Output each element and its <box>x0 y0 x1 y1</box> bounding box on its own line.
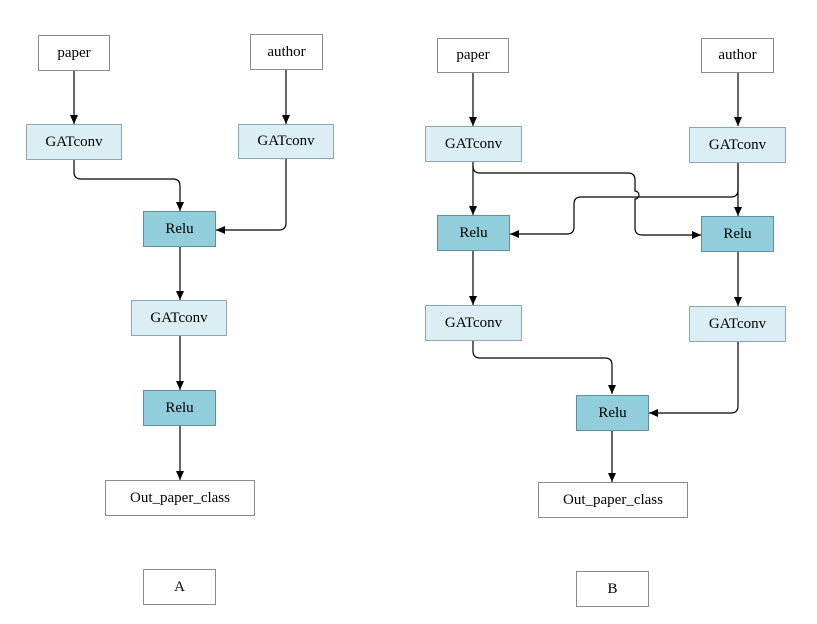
node-a-gatconv-paper: GATconv <box>26 124 122 160</box>
node-a-relu-2: Relu <box>143 390 216 426</box>
panel-b-label: B <box>576 571 649 607</box>
node-b-author: author <box>701 38 774 73</box>
node-b-gatconv-author: GATconv <box>689 127 786 163</box>
panel-a-label: A <box>143 569 216 605</box>
node-b-output: Out_paper_class <box>538 482 688 518</box>
edge-b-gatconv-right-to-relu-final <box>649 342 739 417</box>
node-b-gatconv-right: GATconv <box>689 306 786 342</box>
node-b-gatconv-paper: GATconv <box>425 126 522 162</box>
node-a-author: author <box>250 34 323 70</box>
node-b-relu-final: Relu <box>576 395 649 431</box>
edge-a-gatconv-author-to-relu <box>216 159 287 234</box>
node-a-gatconv-2: GATconv <box>131 300 227 336</box>
node-b-gatconv-left: GATconv <box>425 305 522 341</box>
node-a-gatconv-author: GATconv <box>238 124 334 159</box>
node-a-relu-1: Relu <box>143 211 216 247</box>
node-b-relu-left: Relu <box>437 215 510 251</box>
node-a-output: Out_paper_class <box>105 480 255 516</box>
node-b-paper: paper <box>437 38 509 73</box>
edge-b-gatconv-author-to-relu-left <box>510 164 739 238</box>
node-a-paper: paper <box>38 35 110 71</box>
edge-b-gatconv-paper-to-relu-right <box>472 165 701 239</box>
edge-b-gatconv-left-to-relu-final <box>472 341 616 394</box>
node-b-relu-right: Relu <box>701 216 774 252</box>
edge-a-gatconv-paper-to-relu <box>73 160 184 211</box>
